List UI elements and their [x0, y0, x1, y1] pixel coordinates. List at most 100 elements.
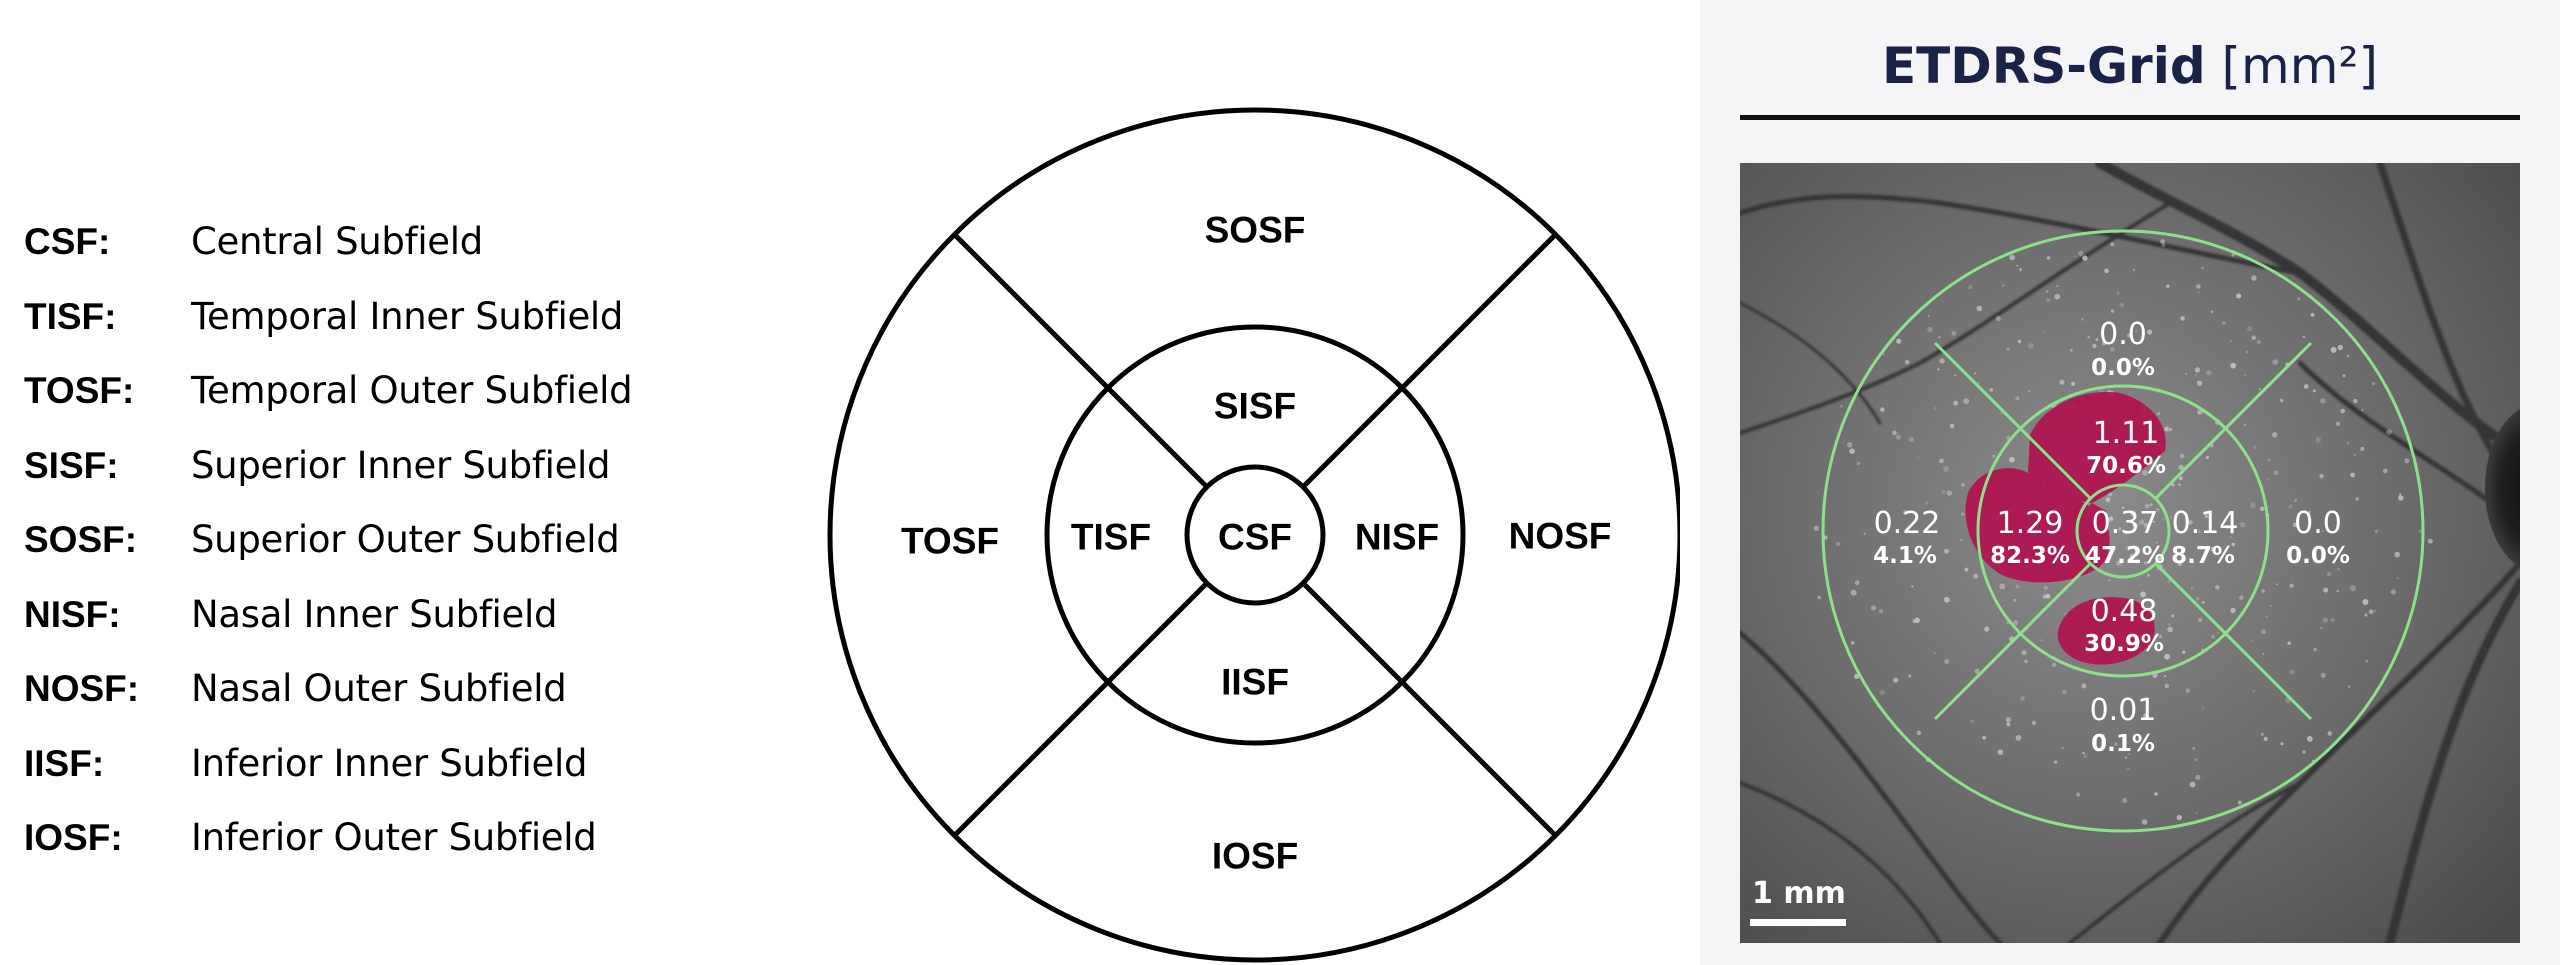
drusen-dot [1892, 430, 1897, 436]
label-iisf: IISF [1221, 662, 1289, 703]
drusen-dot [2312, 389, 2316, 393]
drusen-dot [2132, 522, 2139, 529]
drusen-dot [2279, 398, 2282, 401]
drusen-dot [2169, 516, 2173, 519]
drusen-dot [2313, 647, 2317, 652]
drusen-dot [1927, 326, 1933, 333]
drusen-dot [2087, 335, 2090, 339]
drusen-dot [1878, 609, 1884, 614]
drusen-dot [1968, 285, 1973, 289]
drusen-dot [2142, 470, 2148, 476]
drusen-dot [1905, 360, 1910, 365]
drusen-dot [2130, 555, 2133, 559]
legend-desc: Temporal Inner Subfield [191, 294, 624, 338]
drusen-dot [2114, 742, 2118, 746]
drusen-dot [2167, 579, 2171, 583]
drusen-dot [2009, 456, 2015, 463]
drusen-dot [2182, 650, 2186, 654]
drusen-dot [2168, 427, 2173, 432]
panel-title-main: ETDRS-Grid [1881, 37, 2206, 95]
drusen-dot [2130, 511, 2137, 517]
drusen-dot [2243, 423, 2247, 427]
drusen-dot [2239, 595, 2244, 600]
drusen-dot [2074, 255, 2077, 258]
drusen-dot [2143, 561, 2148, 565]
drusen-dot [1951, 330, 1957, 336]
drusen-dot [1974, 372, 1977, 375]
panel-title: ETDRS-Grid [mm²] [1700, 34, 2560, 98]
drusen-dot [2231, 542, 2236, 547]
drusen-dot [2280, 742, 2284, 746]
drusen-dot [2020, 696, 2025, 701]
drusen-dot [1849, 448, 1855, 455]
label-tosf: TOSF [901, 521, 999, 562]
drusen-dot [1856, 461, 1861, 466]
drusen-dot [2327, 731, 2333, 736]
label-sisf: SISF [1214, 386, 1296, 427]
divider-sw [953, 581, 1209, 837]
drusen-dot [2211, 310, 2214, 314]
drusen-dot [2365, 659, 2369, 663]
drusen-dot [1847, 442, 1853, 448]
drusen-dot [2153, 463, 2158, 468]
drusen-dot [2230, 607, 2236, 614]
drusen-dot [2353, 398, 2358, 404]
legend-abbr: NISF: [24, 593, 121, 635]
drusen-dot [2052, 662, 2057, 667]
drusen-dot [2322, 617, 2328, 623]
drusen-dot [2000, 411, 2003, 415]
lesion-superior [2028, 392, 2166, 503]
drusen-dot [1961, 482, 1966, 487]
drusen-dot [2330, 346, 2337, 353]
legend-abbr: NOSF: [24, 668, 140, 709]
drusen-dot [2189, 781, 2196, 788]
drusen-dot [2229, 526, 2235, 531]
drusen-dot [2310, 312, 2315, 317]
drusen-dot [2019, 269, 2022, 272]
drusen-dot [2143, 713, 2148, 719]
drusen-dot [2327, 572, 2332, 577]
drusen-dot [2132, 268, 2135, 271]
drusen-dot [2303, 384, 2309, 389]
drusen-dot [2280, 399, 2284, 403]
drusen-dot [1964, 567, 1969, 572]
drusen-dot [2069, 348, 2073, 352]
drusen-dot [2043, 585, 2048, 590]
value-tosf: 0.22 [1874, 506, 1941, 541]
drusen-dot [1908, 436, 1915, 443]
drusen-dot [2350, 472, 2355, 478]
drusen-dot [2276, 583, 2278, 586]
drusen-dot [2164, 683, 2170, 689]
scale-bar-label: 1 mm [1752, 876, 1846, 911]
overlay-divider-sw [1933, 562, 2092, 721]
drusen-dot [1870, 605, 1877, 611]
drusen-dot [1939, 458, 1945, 464]
drusen-dot [2249, 502, 2256, 509]
drusen-dot [2256, 340, 2261, 345]
legend-abbr: IOSF: [24, 817, 123, 858]
legend-item: NOSF: Nasal Outer Subfield [24, 661, 684, 736]
drusen-dot [1939, 459, 1943, 464]
drusen-dot [2231, 558, 2234, 561]
drusen-dot [2308, 510, 2311, 514]
drusen-dot [1960, 539, 1963, 542]
drusen-dot [2198, 291, 2201, 294]
drusen-dot [1916, 730, 1922, 735]
drusen-dot [2261, 629, 2266, 635]
drusen-dot [2110, 309, 2114, 313]
label-nisf: NISF [1355, 517, 1439, 558]
percent-tosf: 4.1% [1873, 543, 1937, 569]
drusen-dot [2122, 797, 2128, 804]
drusen-dot [2095, 338, 2099, 342]
drusen-dot [2195, 774, 2201, 780]
drusen-dot [2126, 767, 2130, 771]
drusen-dot [2002, 284, 2005, 287]
drusen-dot [2263, 736, 2268, 741]
drusen-dot [1944, 548, 1949, 554]
drusen-dot [2154, 792, 2158, 796]
drusen-dot [2092, 343, 2097, 349]
drusen-dot [2302, 335, 2306, 339]
drusen-dot [2347, 442, 2350, 445]
drusen-dot [2346, 354, 2350, 358]
drusen-dot [2267, 478, 2270, 480]
